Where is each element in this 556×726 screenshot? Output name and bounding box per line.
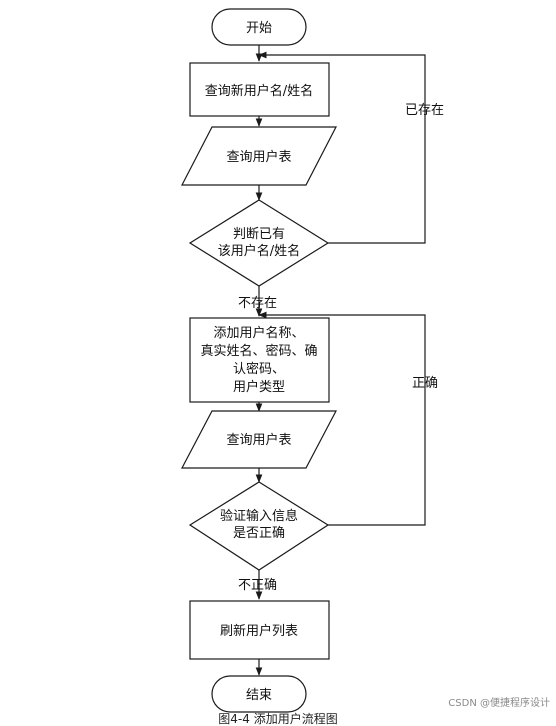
figure-caption: 图4-4 添加用户流程图 <box>218 712 338 726</box>
start-label: 开始 <box>246 21 272 36</box>
edge-label-exists: 已存在 <box>405 103 444 118</box>
add-fields-line-1: 添加用户名称、 <box>213 325 304 341</box>
query-name-process <box>189 62 330 117</box>
end-terminal <box>211 675 307 713</box>
edge-correct-loop <box>258 311 426 526</box>
edge-label-not-exists: 不存在 <box>238 296 277 311</box>
edge-label-incorrect: 不正确 <box>238 578 277 593</box>
add-fields-line-3: 认密码、 <box>233 361 285 377</box>
decision-exists <box>188 199 330 287</box>
start-terminal <box>211 8 307 46</box>
add-fields-line-2: 真实姓名、密码、确 <box>200 343 317 359</box>
query-table-1-label: 查询用户表 <box>226 149 291 165</box>
query-table-2-label: 查询用户表 <box>226 432 291 448</box>
end-label: 结束 <box>246 688 272 703</box>
decision-valid-line-1: 验证输入信息 <box>220 508 298 524</box>
decision-valid-line-2: 是否正确 <box>233 526 285 541</box>
decision-exists-line-1: 判断已有 <box>233 227 285 242</box>
query-table-2-io <box>181 410 337 469</box>
query-name-label: 查询新用户名/姓名 <box>205 83 313 99</box>
edge-label-correct: 正确 <box>412 376 438 391</box>
refresh-label: 刷新用户列表 <box>220 623 298 639</box>
decision-exists-line-2: 该用户名/姓名 <box>218 243 300 259</box>
edge-exists-loop <box>258 51 426 244</box>
watermark: CSDN @便捷程序设计 <box>448 698 550 709</box>
refresh-process <box>189 600 330 660</box>
query-table-1-io <box>181 126 337 186</box>
add-fields-process <box>189 317 330 403</box>
decision-valid <box>188 481 330 571</box>
add-fields-line-4: 用户类型 <box>233 379 285 395</box>
